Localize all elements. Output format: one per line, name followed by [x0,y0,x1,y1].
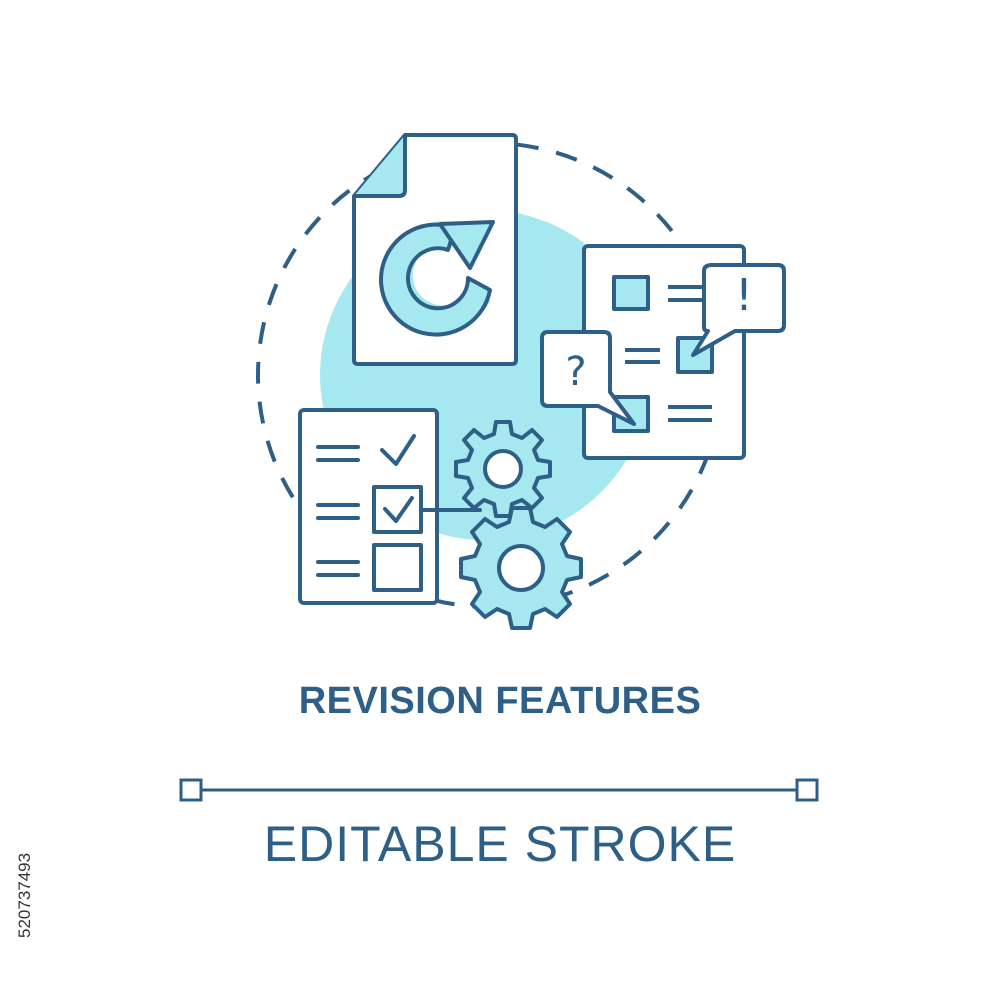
feedback-document-icon [540,244,786,460]
refresh-document-icon [352,133,518,366]
stroke-handle-right [795,778,819,802]
stock-id: 520737493 [15,853,34,938]
revision-features-illustration: ! ? [256,133,786,630]
checklist-icon [298,408,482,605]
gear-large-icon [459,506,583,630]
stock-id-text: 520737493 [15,853,34,938]
exclamation-glyph: ! [735,270,753,321]
title: REVISION FEATURES [298,680,702,722]
stroke-handle-left [179,778,203,802]
question-glyph: ? [565,349,586,395]
gear-icon [454,420,552,518]
subtitle: EDITABLE STROKE [263,816,737,872]
editable-stroke-line [179,778,819,802]
